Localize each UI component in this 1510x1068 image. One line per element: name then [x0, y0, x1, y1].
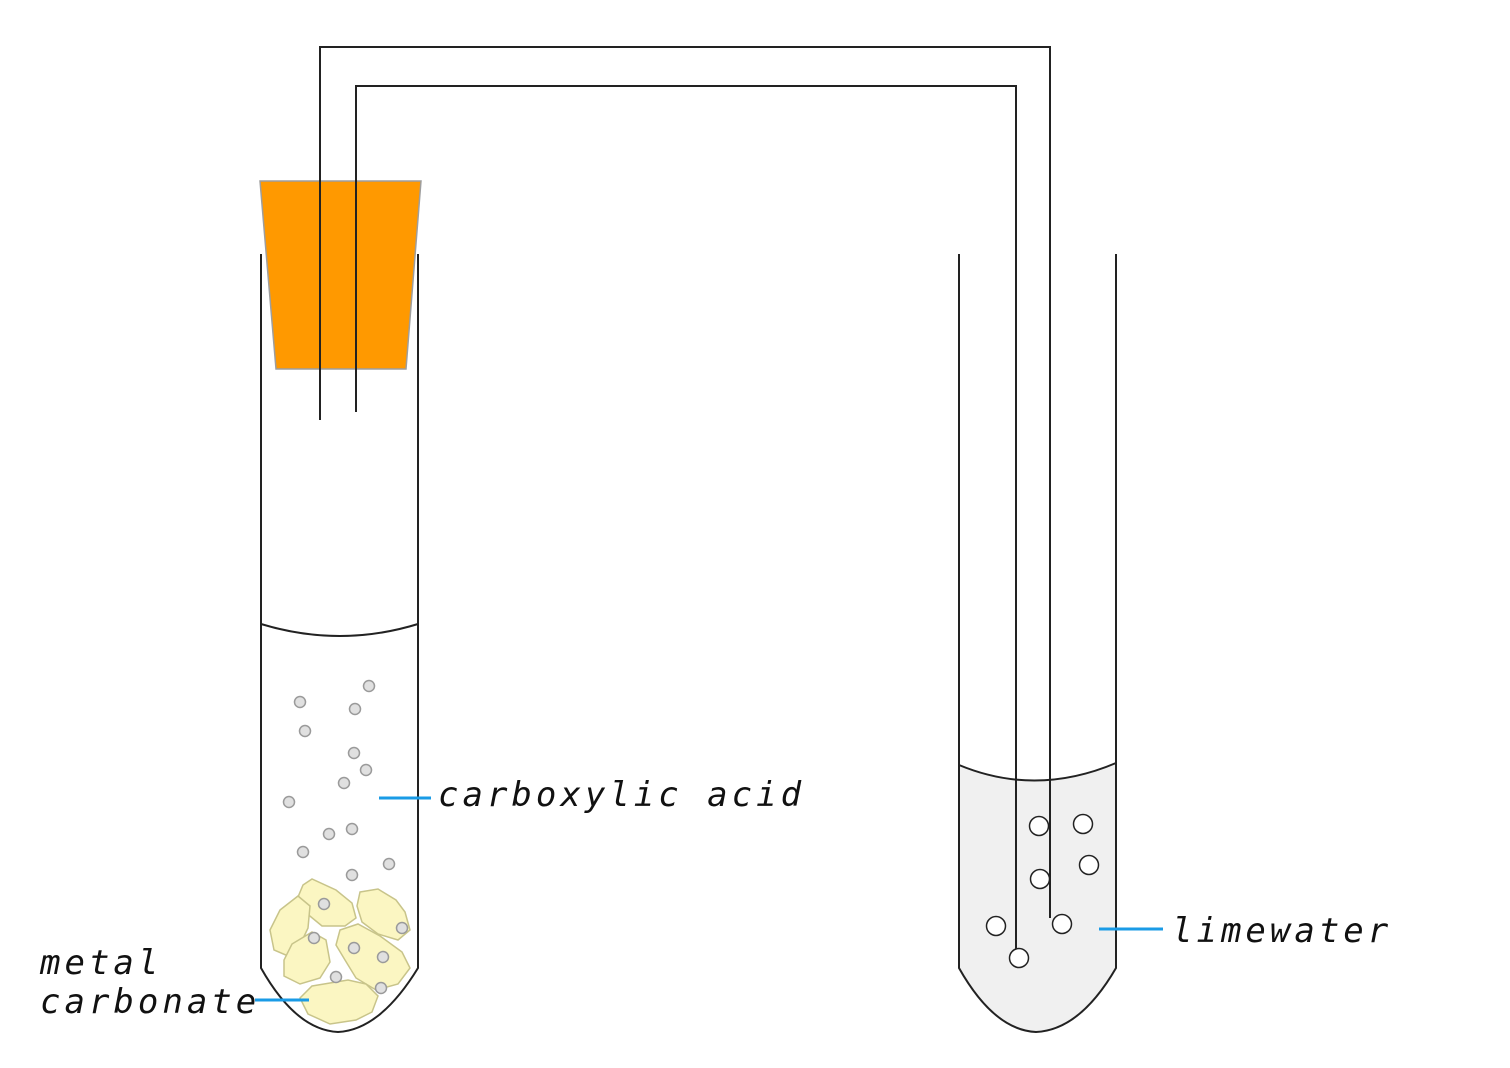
acid-label: carboxylic acid	[438, 775, 805, 815]
left-test-tube	[260, 254, 419, 1034]
metal-carbonate-label-line2: carbonate	[40, 982, 260, 1022]
delivery-tube-outer	[319, 46, 1051, 918]
acid-meniscus	[260, 623, 419, 637]
delivery-tube-inner	[355, 85, 1017, 950]
metal-carbonate-label-line1: metal	[39, 943, 162, 983]
acid-bubbles	[282, 679, 409, 995]
limewater-bubbles	[985, 813, 1100, 969]
rubber-stopper	[259, 180, 422, 370]
limewater-meniscus	[958, 762, 1117, 782]
limewater-liquid	[959, 763, 1116, 1032]
right-test-tube	[958, 254, 1117, 1034]
limewater-label: limewater	[1172, 911, 1392, 951]
